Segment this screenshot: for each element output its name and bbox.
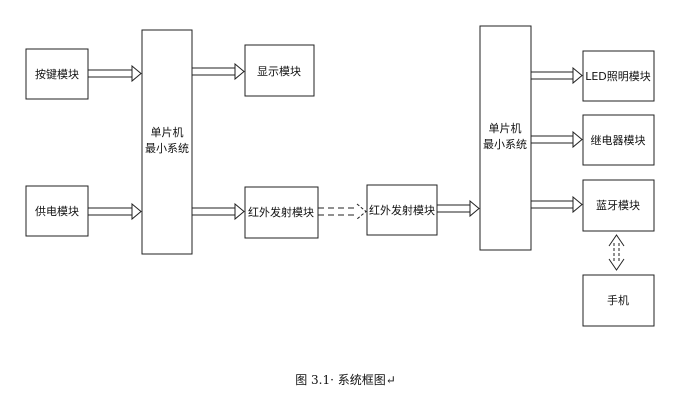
phone-box bbox=[582, 274, 655, 327]
led-box bbox=[582, 50, 655, 102]
ir-tx-box bbox=[244, 186, 319, 239]
figure-caption: 图 3.1· 系统框图↵ bbox=[295, 373, 396, 387]
ir-tx-label: 红外发射模块 bbox=[248, 205, 314, 219]
arrow-ir-tx-to-ir-rx-dashed bbox=[318, 203, 367, 220]
right-mcu-label-line1: 单片机 bbox=[489, 121, 522, 135]
led-label: LED照明模块 bbox=[585, 70, 651, 83]
arrow-mcu-to-led bbox=[531, 66, 583, 85]
left-mcu-box bbox=[141, 29, 193, 255]
arrow-mcu-to-bluetooth bbox=[531, 195, 583, 214]
right-mcu-box bbox=[479, 25, 532, 251]
bluetooth-box bbox=[582, 179, 655, 232]
power-label: 供电模块 bbox=[35, 204, 79, 218]
power-box bbox=[25, 185, 89, 237]
phone-label: 手机 bbox=[607, 293, 629, 307]
arrow-mcu-to-ir-tx bbox=[192, 202, 245, 221]
left-mcu-label-line1: 单片机 bbox=[151, 125, 184, 139]
display-label: 显示模块 bbox=[257, 65, 301, 78]
right-mcu-label-line2: 最小系统 bbox=[483, 138, 527, 151]
keypad-label: 按键模块 bbox=[35, 67, 79, 81]
left-mcu-label-line2: 最小系统 bbox=[145, 142, 189, 155]
relay-box bbox=[582, 114, 655, 166]
arrow-power-to-mcu bbox=[88, 202, 142, 221]
arrow-keypad-to-mcu bbox=[88, 64, 142, 83]
relay-label: 继电器模块 bbox=[591, 134, 646, 147]
bluetooth-label: 蓝牙模块 bbox=[596, 199, 640, 212]
display-box bbox=[244, 44, 315, 97]
arrow-mcu-to-display bbox=[192, 62, 245, 81]
arrow-mcu-to-relay bbox=[531, 130, 583, 149]
ir-rx-label: 红外发射模块 bbox=[369, 203, 435, 217]
figure-caption-row: 图 3.1· 系统框图↵ bbox=[0, 371, 673, 388]
arrow-ir-rx-to-mcu bbox=[437, 199, 480, 218]
arrow-bluetooth-phone-bidirectional bbox=[608, 234, 625, 271]
ir-rx-box bbox=[366, 184, 438, 236]
keypad-box bbox=[25, 48, 89, 100]
